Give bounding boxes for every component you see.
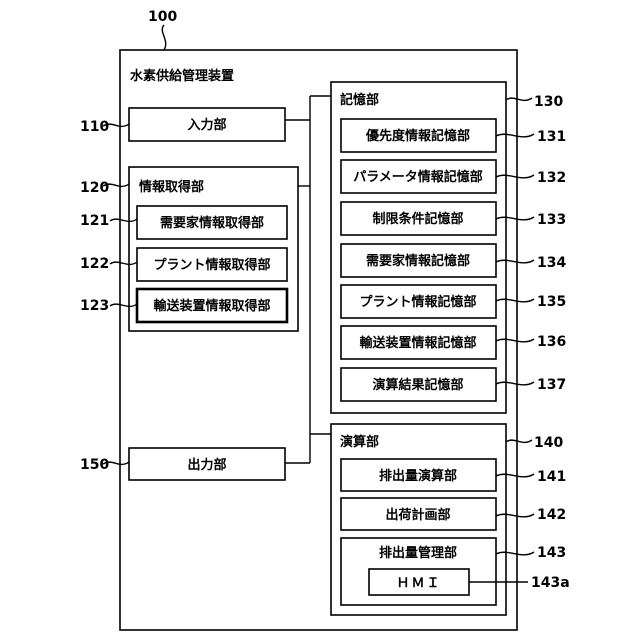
plant-info-storage-label: プラント情報記憶部 — [359, 294, 476, 310]
ref-122: 122 — [80, 256, 109, 272]
ref-133: 133 — [537, 212, 566, 228]
storage-title: 記憶部 — [340, 92, 379, 108]
priority-info-storage-label: 優先度情報記憶部 — [365, 128, 470, 144]
device-title: 水素供給管理装置 — [130, 68, 234, 84]
ref-121: 121 — [80, 213, 109, 229]
ref-143a: 143a — [531, 575, 570, 591]
computation-title: 演算部 — [340, 434, 379, 450]
ref-100: 100 — [148, 9, 177, 25]
transport-info-storage-label: 輸送装置情報記憶部 — [359, 335, 476, 351]
ref-142: 142 — [537, 507, 566, 523]
shipment-planning-label: 出荷計画部 — [385, 507, 450, 523]
ref-134: 134 — [537, 255, 566, 271]
emission-computation-label: 排出量演算部 — [379, 468, 457, 484]
ref-140: 140 — [534, 435, 563, 451]
ref-132: 132 — [537, 170, 566, 186]
ref-131: 131 — [537, 129, 566, 145]
ref-150: 150 — [80, 457, 109, 473]
ref-143: 143 — [537, 545, 566, 561]
ref-137: 137 — [537, 377, 566, 393]
ref-123: 123 — [80, 298, 109, 314]
ref-120: 120 — [80, 180, 109, 196]
info-acquisition-title: 情報取得部 — [139, 179, 204, 195]
ref-110: 110 — [80, 119, 109, 135]
consumer-info-storage-label: 需要家情報記憶部 — [366, 253, 470, 269]
transport-info-acquisition-label: 輸送装置情報取得部 — [153, 298, 270, 314]
ref-130: 130 — [534, 94, 563, 110]
plant-info-acquisition-label: プラント情報取得部 — [153, 257, 270, 273]
leader-100 — [162, 25, 165, 50]
restriction-storage-label: 制限条件記憶部 — [372, 211, 463, 227]
ref-141: 141 — [537, 469, 566, 485]
computation-result-storage-label: 演算結果記憶部 — [372, 377, 463, 393]
hmi-label: ＨＭＩ — [396, 576, 441, 591]
ref-136: 136 — [537, 334, 566, 350]
output-unit-label: 出力部 — [187, 457, 226, 473]
ref-135: 135 — [537, 294, 566, 310]
consumer-info-acquisition-label: 需要家情報取得部 — [160, 215, 264, 231]
parameter-info-storage-label: パラメータ情報記憶部 — [353, 169, 483, 185]
emission-management-label: 排出量管理部 — [379, 545, 457, 561]
input-unit-label: 入力部 — [187, 117, 226, 133]
